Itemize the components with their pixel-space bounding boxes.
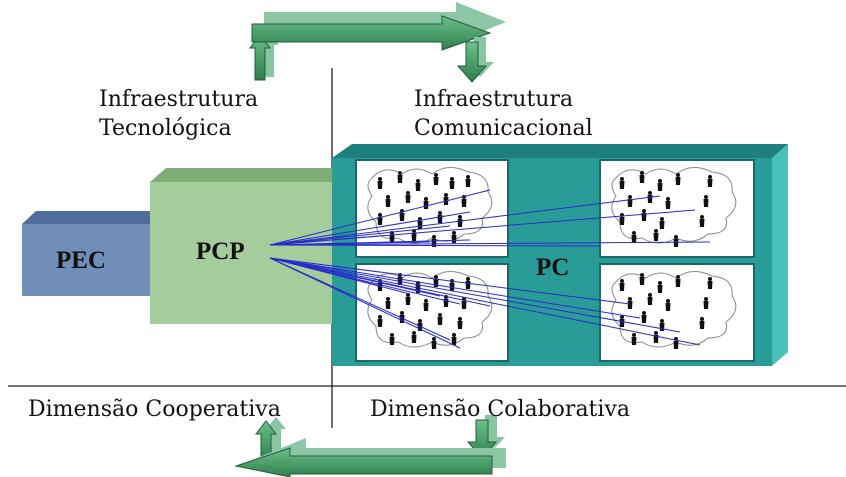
person-icon [437,313,443,325]
person-icon [619,279,625,291]
connection-line [269,257,681,333]
person-icon [433,173,439,185]
pec-label: PEC [56,247,106,274]
person-icon [619,177,625,189]
connection-line [269,257,461,305]
person-icon [707,175,713,187]
person-icon [417,217,423,229]
person-icon [377,315,383,327]
infra-tec-label-line1: Infraestrutura [99,87,259,112]
connection-line [269,209,696,246]
infra-tec-label-line2: Tecnológica [99,116,232,141]
person-icon [653,229,659,241]
connection-line [269,257,701,346]
connection-line [269,244,601,247]
dim-coop-label: Dimensão Cooperativa [28,397,281,422]
dim-colab-label: Dimensão Colaborativa [370,397,630,422]
connection-line [269,195,661,246]
infra-com-label-line2: Comunicacional [414,116,593,141]
person-icon [457,317,463,329]
person-icon [389,333,395,345]
left-arrow-icon [234,438,506,477]
person-icon [465,175,471,187]
connection-line [269,257,491,307]
person-icon [639,171,645,183]
person-icon [699,215,705,227]
person-icon [639,273,645,285]
pcp-label: PCP [196,238,245,265]
person-icon [451,333,457,345]
person-icon [665,299,671,311]
person-icon [699,317,705,329]
connection-line [269,225,451,246]
person-icon [399,209,405,221]
person-icon [703,195,709,207]
person-icon [461,297,467,309]
person-icon [675,275,681,287]
person-icon [647,293,653,305]
person-icon [673,235,679,247]
connection-line [269,257,631,305]
person-icon [659,217,665,229]
person-icon [377,177,383,189]
infra-com-label-line1: Infraestrutura [414,87,574,112]
up-arrow-icon [254,417,286,461]
bottom-cycle-arrows [234,415,506,477]
connection-line [269,189,491,246]
person-icon [631,333,637,345]
person-icon [619,213,625,225]
person-icon [443,193,449,205]
person-icon [641,311,647,323]
person-icon [665,197,671,209]
person-icon [431,337,437,349]
person-icon [411,331,417,343]
person-icon [707,277,713,289]
person-icon [385,297,391,309]
person-icon [627,297,633,309]
person-icon [385,195,391,207]
person-icon [449,177,455,189]
person-icon [423,299,429,311]
person-icon [405,293,411,305]
person-icon [377,213,383,225]
connection-line [269,211,471,246]
person-icon [673,337,679,349]
person-icon [451,231,457,243]
pec-box [22,211,170,296]
person-icon [657,179,663,191]
person-icon [657,281,663,293]
connection-line [269,241,711,246]
person-icon [653,331,659,343]
connection-line [269,257,641,319]
person-icon [411,229,417,241]
connection-lines [269,189,711,349]
person-icon [703,297,709,309]
top-cycle-arrows [248,2,506,83]
person-icon [415,179,421,191]
person-icon [397,171,403,183]
connection-line [269,257,461,349]
pc-box [332,144,788,366]
pcp-box [150,168,350,324]
person-icon [627,195,633,207]
person-icon [675,173,681,185]
down-arrow-icon [456,37,494,83]
person-icon [641,209,647,221]
person-icon [405,191,411,203]
pc-label: PC [536,254,570,281]
person-icon [631,231,637,243]
connection-line [269,239,471,246]
person-icon [423,197,429,209]
